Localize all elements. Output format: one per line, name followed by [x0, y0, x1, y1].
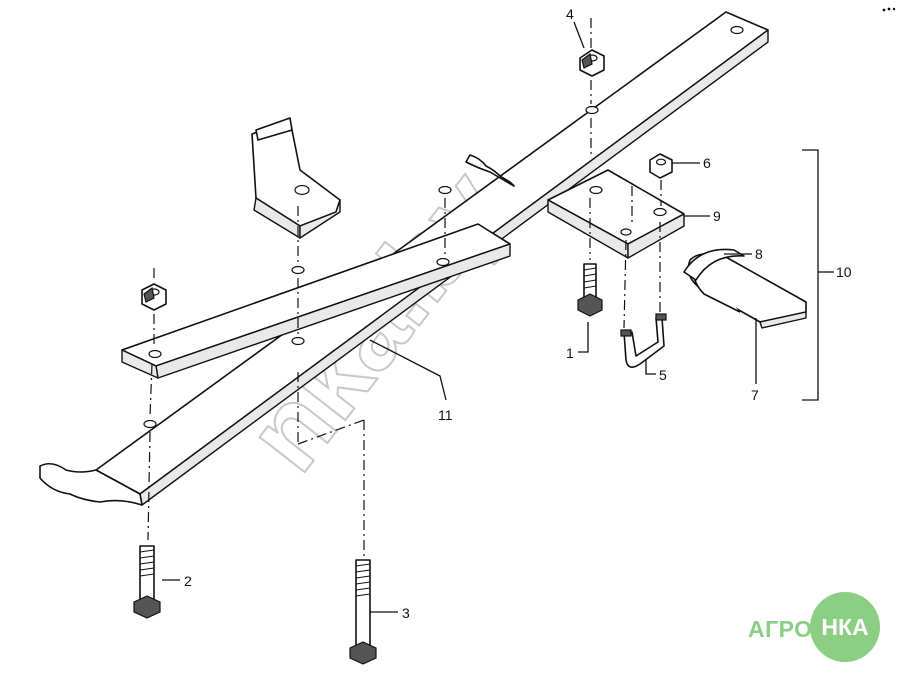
callout-6: 6 — [703, 155, 711, 171]
callout-3: 3 — [402, 605, 410, 621]
corner-mark — [882, 7, 896, 12]
bracket-hole — [294, 184, 310, 196]
callout-4: 4 — [566, 6, 574, 22]
mounting-block — [547, 169, 685, 259]
bar-hole — [143, 419, 157, 429]
callout-9: 9 — [713, 208, 721, 224]
angle-bracket — [251, 117, 341, 275]
tine-loop — [683, 248, 745, 281]
plate-hole — [291, 336, 305, 346]
bracket-top — [255, 117, 293, 141]
callout-11: 11 — [438, 407, 453, 423]
bar-break-mark — [465, 154, 515, 187]
logo-text: АГРО — [748, 616, 813, 642]
callout-8: 8 — [755, 246, 763, 262]
block-hole — [653, 207, 667, 217]
logo-circle: НКА — [810, 592, 880, 662]
u-bolt-thread — [655, 313, 667, 321]
nut-4 — [579, 49, 605, 77]
bar-broken-end — [39, 462, 143, 506]
spring-tine — [683, 248, 807, 329]
callout-5: 5 — [659, 367, 667, 383]
bolt-3 — [349, 559, 377, 665]
bar-hole — [438, 185, 452, 195]
callout-7: 7 — [751, 387, 759, 403]
nut-left — [141, 283, 167, 311]
assembly-axes — [147, 18, 662, 556]
callout-2: 2 — [184, 573, 192, 589]
u-bolt-thread — [620, 329, 632, 337]
leader-lines — [162, 21, 834, 613]
block-hole — [589, 185, 603, 195]
callout-10: 10 — [836, 264, 852, 280]
bar-hole — [585, 105, 599, 115]
logo-circle-text: НКА — [821, 614, 869, 640]
callout-1: 1 — [566, 345, 574, 361]
plate-hole — [436, 257, 450, 267]
bracket-hole — [291, 265, 305, 275]
clamp-plate — [121, 223, 511, 379]
nut-6 — [649, 153, 673, 179]
bar-hole — [730, 25, 744, 35]
plate-hole — [148, 349, 162, 359]
u-bolt — [620, 313, 667, 368]
block-hole — [620, 228, 632, 236]
agronka-logo: АГРО НКА — [748, 590, 888, 670]
bolt-2 — [133, 545, 161, 619]
bolt-1 — [577, 263, 603, 317]
